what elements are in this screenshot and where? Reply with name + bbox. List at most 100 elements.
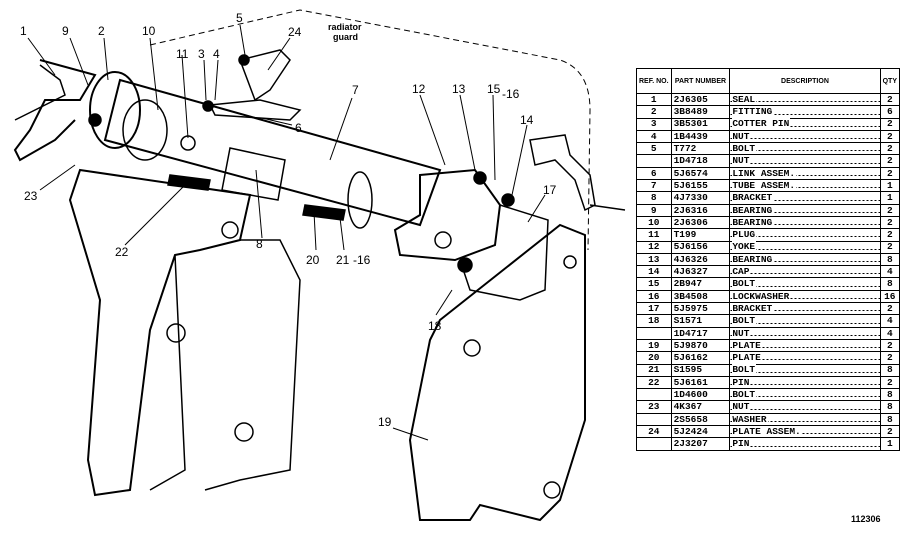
ref-cell: 4 [636, 129, 672, 144]
qty-cell: 2 [879, 228, 900, 242]
ref-cell: 17 [636, 302, 672, 316]
description-text: BOLT [732, 315, 757, 327]
ref-cell: 14 [636, 265, 672, 279]
description-cell: FITTING [729, 105, 881, 119]
part-number-cell: 2S5658 [670, 412, 731, 427]
ref-cell [636, 326, 672, 340]
qty-cell: 2 [879, 166, 900, 181]
description-cell: YOKE [729, 240, 881, 254]
qty-cell: 1 [879, 191, 900, 205]
ref-cell: 12 [636, 240, 672, 254]
description-text: PIN [732, 376, 751, 388]
part-number-cell: 3B4508 [670, 289, 731, 304]
ref-cell: 2 [636, 105, 672, 119]
part-number-cell: 5J6155 [670, 179, 731, 193]
description-text: CAP [732, 266, 751, 278]
part-number-cell: 2J3207 [670, 437, 731, 451]
part-number-cell: 3B5301 [670, 117, 731, 131]
description-cell: PIN [729, 375, 881, 390]
callout-2: 2 [98, 24, 105, 38]
ref-cell: 6 [636, 166, 672, 181]
description-text: NUT [732, 130, 751, 142]
header-ref-no: REF. NO. [636, 68, 672, 94]
qty-cell: 8 [879, 277, 900, 291]
callout-4: 4 [213, 47, 220, 61]
qty-cell: 8 [879, 400, 900, 414]
header-part-number: PART NUMBER [670, 68, 731, 94]
qty-cell: 2 [879, 129, 900, 144]
description-text: NUT [732, 155, 751, 167]
qty-cell: 2 [879, 215, 900, 230]
qty-cell: 2 [879, 425, 900, 439]
callout-18: 18 [428, 319, 442, 333]
ref-cell: 24 [636, 425, 672, 439]
description-cell: BEARING [729, 203, 881, 217]
part-number-cell: 5J6162 [670, 351, 731, 365]
right-link [529, 134, 596, 212]
callout-16-a: -16 [502, 87, 520, 101]
qty-cell: 8 [879, 412, 900, 427]
qty-cell: 2 [879, 351, 900, 365]
exploded-parts-diagram: radiator guard [13, 9, 626, 522]
header-description: DESCRIPTION [729, 68, 881, 94]
description-cell: NUT [729, 154, 881, 168]
callout-11: 11 [176, 47, 189, 61]
description-cell: WASHER [729, 412, 881, 427]
description-text: BRACKET [732, 192, 774, 204]
qty-cell: 2 [879, 240, 900, 254]
description-cell: CAP [729, 265, 881, 279]
callout-24: 24 [288, 25, 302, 39]
description-cell: NUT [729, 129, 881, 144]
callout-6: 6 [295, 121, 302, 135]
callout-20: 20 [306, 253, 320, 267]
description-text: PIN [732, 438, 751, 450]
description-cell: PIN [729, 437, 881, 451]
part-number-cell: 5J6156 [670, 240, 731, 254]
plug [180, 135, 196, 151]
qty-cell: 2 [879, 203, 900, 217]
description-text: COTTER PIN [732, 118, 791, 130]
description-cell: BOLT [729, 142, 881, 156]
description-cell: NUT [729, 326, 881, 340]
left-plate-hole-3 [234, 422, 254, 442]
part-number-cell: 5J6161 [670, 375, 731, 390]
parts-table-header: REF. NO. PART NUMBER DESCRIPTION QTY [636, 68, 900, 94]
description-cell: COTTER PIN [729, 117, 881, 131]
part-number-cell: 5J2424 [670, 425, 731, 439]
part-number-cell: 2B947 [670, 277, 731, 291]
description-cell: BOLT [729, 363, 881, 377]
callout-7: 7 [352, 83, 359, 97]
figure-code: 112306 [851, 514, 881, 524]
part-number-cell: 1D4718 [670, 154, 731, 168]
part-number-cell: 1D4717 [670, 326, 731, 340]
radiator-guard-outline [149, 9, 591, 251]
part-number-cell: S1571 [670, 314, 731, 328]
qty-cell: 1 [879, 179, 900, 193]
description-cell: BRACKET [729, 302, 881, 316]
part-number-cell: 5J5975 [670, 302, 731, 316]
description-text: BEARING [732, 204, 774, 216]
qty-cell: 2 [879, 375, 900, 390]
qty-cell: 2 [879, 302, 900, 316]
ref-cell: 11 [636, 228, 672, 242]
description-text: LOCKWASHER [732, 290, 791, 302]
ref-cell: 9 [636, 203, 672, 217]
description-text: PLATE [732, 339, 762, 351]
ref-cell: 23 [636, 400, 672, 414]
callout-21: 21 [336, 253, 350, 267]
description-text: BEARING [732, 253, 774, 265]
